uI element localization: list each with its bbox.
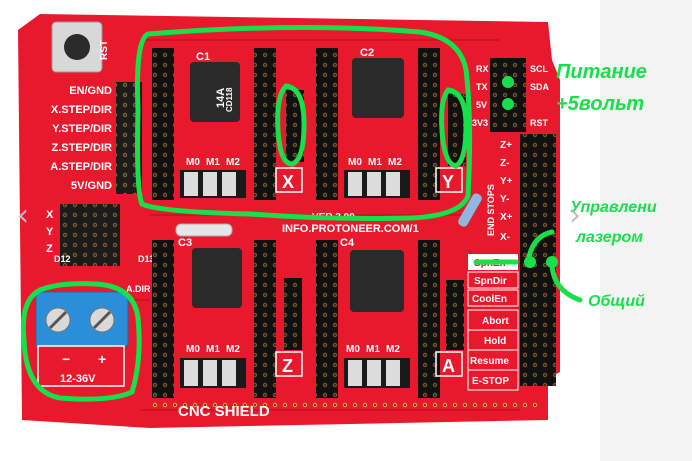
pin-label-y: Y.STEP/DIR [52, 123, 112, 135]
d13-label: D13 [138, 254, 155, 264]
pin-label-en: EN/GND [69, 85, 112, 97]
tr-rst: RST [530, 118, 549, 128]
driver-a [316, 240, 440, 398]
axis-label-x: X [282, 172, 294, 192]
endstop-yp: Y+ [500, 176, 513, 187]
endstops-title: END STOPS [486, 184, 496, 236]
cap-label-c1: C1 [196, 51, 210, 63]
note-laser-2: лазером [575, 229, 643, 246]
tr-rx: RX [476, 64, 489, 74]
clone-jumper-header [60, 204, 120, 266]
viewer-right-panel [600, 0, 692, 461]
chevron-left-icon[interactable]: ‹ [17, 198, 29, 233]
axis-box-y [435, 167, 463, 193]
mode-m2-x: M2 [226, 157, 240, 168]
cap-label-c2: C2 [360, 47, 374, 59]
terminal-outline [37, 345, 125, 387]
highlight-dots [502, 76, 558, 268]
url-label: INFO.PROTONEER.COM/1 [282, 223, 419, 235]
pin-resume: Resume [470, 356, 509, 367]
axis-box-a [435, 351, 463, 377]
chevron-right-icon[interactable]: › [569, 198, 581, 233]
axis-label-z: Z [282, 356, 293, 376]
mode-m2-z: M2 [226, 344, 240, 355]
endstop-xp: X+ [500, 212, 513, 223]
pin-hold: Hold [484, 336, 506, 347]
pin-label-a: A.STEP/DIR [50, 161, 112, 173]
top-right-header [490, 58, 526, 132]
reset-button[interactable] [51, 21, 103, 73]
motor-header-z [284, 278, 302, 350]
cap-value-x: 14A [215, 88, 227, 108]
pin-coolen: CoolEn [472, 294, 507, 305]
tr-scl: SCL [530, 64, 549, 74]
bottom-pads [150, 398, 540, 412]
endstop-xm: X- [500, 232, 510, 243]
terminal-minus: − [62, 351, 70, 367]
endstop-zm: Z- [500, 158, 509, 169]
terminal-plus: + [98, 351, 106, 367]
axis-label-a: A [442, 356, 455, 376]
tr-5v: 5V [476, 100, 487, 110]
pin-estop: E-STOP [472, 376, 509, 387]
mode-m0-z: M0 [186, 344, 200, 355]
fuse [175, 223, 233, 237]
pin-label-x: X.STEP/DIR [51, 104, 112, 116]
rst-label: RST [99, 40, 110, 60]
pin-abort: Abort [482, 316, 509, 327]
control-pin-labels [467, 254, 519, 391]
cap-brand-x: CD118 [225, 87, 234, 112]
driver-x [152, 48, 276, 200]
axis-box-x [275, 167, 303, 193]
note-common: Общий [588, 293, 645, 310]
mode-m1-a: M1 [366, 344, 380, 355]
tr-tx: TX [476, 82, 488, 92]
mode-m1-x: M1 [206, 157, 220, 168]
mode-m1-z: M1 [206, 344, 220, 355]
tr-3v3: 3V3 [472, 118, 488, 128]
side-label-x: X [46, 209, 54, 221]
mode-m0-x: M0 [186, 157, 200, 168]
cap-label-c4: C4 [340, 237, 355, 249]
note-laser-1: Управлени [570, 199, 657, 216]
highlight-outlines [20, 24, 583, 402]
pin-label-z: Z.STEP/DIR [51, 142, 112, 154]
endstop-ym: Y- [500, 194, 509, 205]
driver-y [316, 48, 440, 200]
resistor [458, 193, 482, 227]
motor-header-y [448, 94, 466, 166]
axis-box-z [275, 351, 303, 377]
mode-m2-a: M2 [386, 344, 400, 355]
motor-header-x [286, 90, 304, 162]
tr-sda: SDA [530, 82, 550, 92]
mode-m0-a: M0 [346, 344, 360, 355]
pin-spndir: SpnDir [474, 276, 507, 287]
axis-label-y: Y [442, 172, 454, 192]
d12-label: D12 [54, 254, 71, 264]
side-label-y: Y [46, 226, 54, 238]
cap-label-c3: C3 [178, 237, 192, 249]
mode-m0-y: M0 [348, 157, 362, 168]
mode-m1-y: M1 [368, 157, 382, 168]
voltage-label: 12-36V [60, 373, 96, 385]
note-power-1: Питание [556, 61, 647, 83]
driver-z [152, 240, 276, 398]
pin-label-5v: 5V/GND [71, 180, 112, 192]
motor-header-a [446, 280, 464, 350]
side-label-z: Z [46, 243, 53, 255]
adir-label: A.DIR [126, 284, 151, 294]
board-name: CNC SHIELD [178, 403, 270, 420]
power-terminal [35, 291, 129, 347]
mode-m2-y: M2 [388, 157, 402, 168]
endstop-zp: Z+ [500, 140, 512, 151]
note-power-2: +5вольт [556, 93, 644, 115]
